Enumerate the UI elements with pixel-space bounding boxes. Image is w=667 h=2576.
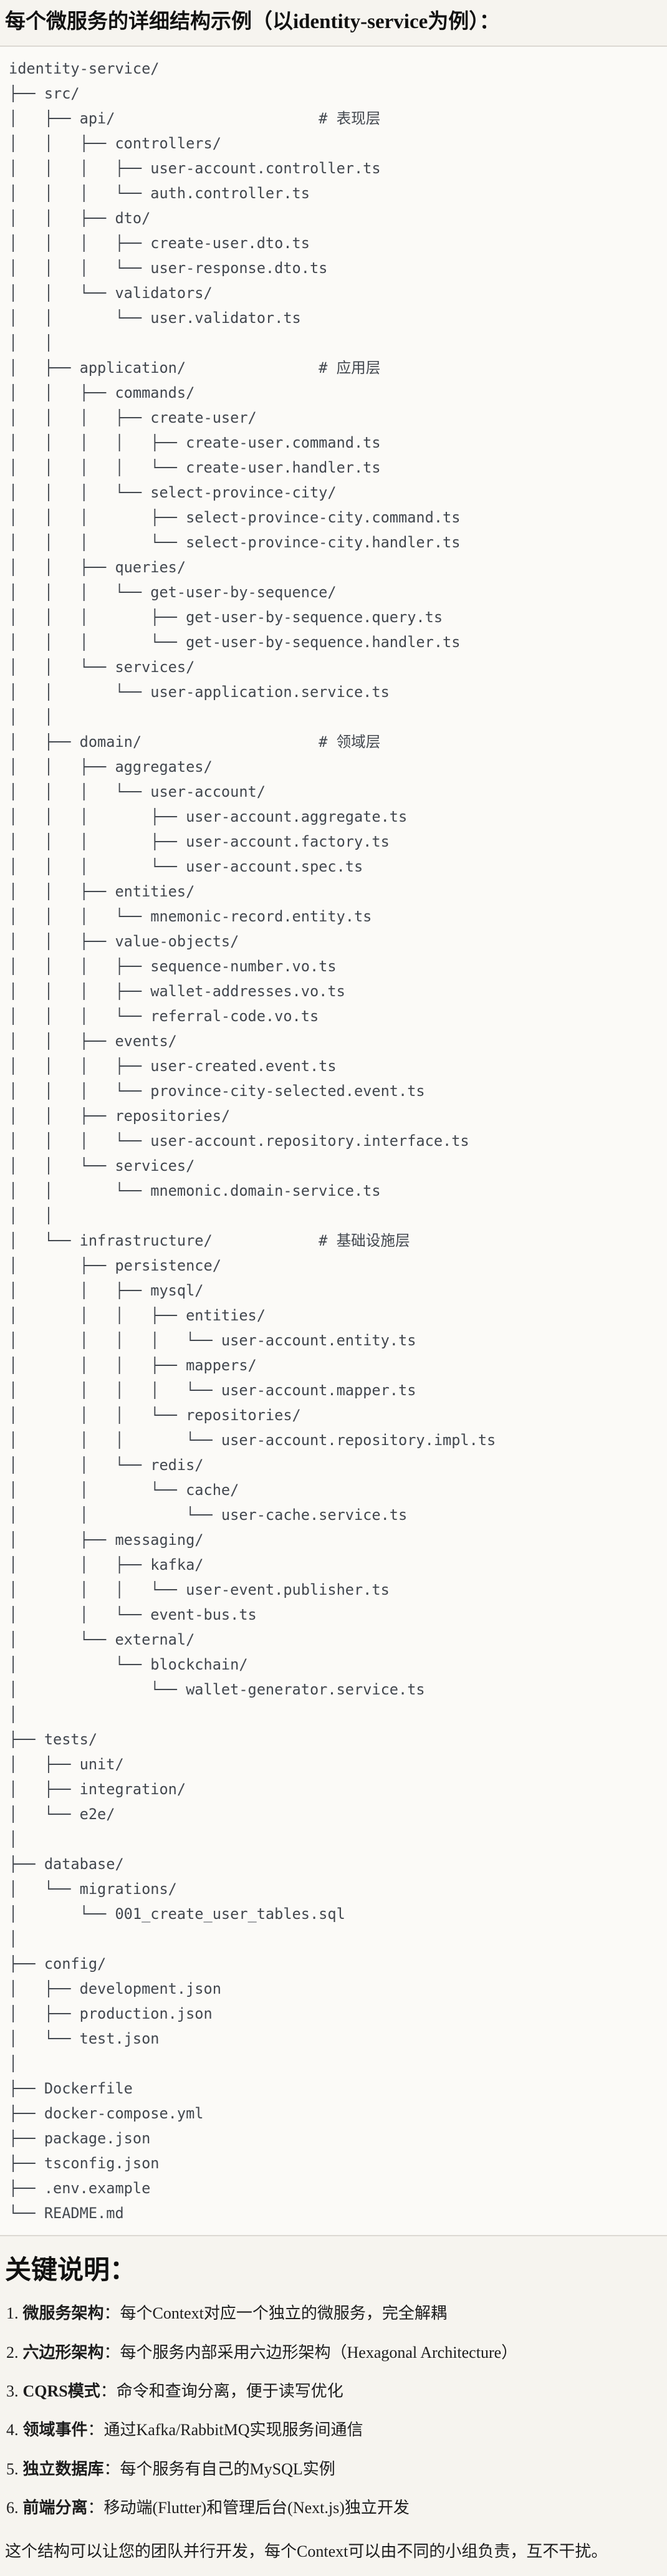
note-item-2: 2.六边形架构：每个服务内部采用六边形架构（Hexagonal Architec…: [6, 2342, 661, 2364]
directory-tree-code-block: identity-service/ ├── src/ │ ├── api/ # …: [0, 45, 667, 2236]
note-text: 移动端(Flutter)和管理后台(Next.js)独立开发: [103, 2499, 410, 2517]
note-text: 每个服务有自己的MySQL实例: [120, 2459, 335, 2478]
note-term: 前端分离: [22, 2499, 88, 2517]
note-number: 1.: [6, 2304, 19, 2323]
note-text: 每个Context对应一个独立的微服务，完全解耦: [120, 2304, 447, 2323]
page-title: 每个微服务的详细结构示例（以identity-service为例）：: [5, 11, 500, 33]
note-term: 领域事件: [22, 2421, 88, 2439]
note-term: 独立数据库: [22, 2459, 104, 2478]
note-separator: ：: [87, 2499, 104, 2517]
note-separator: ：: [103, 2304, 120, 2323]
note-number: 3.: [6, 2381, 19, 2400]
note-separator: ：: [103, 2343, 120, 2362]
note-separator: ：: [100, 2381, 117, 2400]
note-term: 六边形架构: [22, 2343, 104, 2362]
note-item-4: 4.领域事件：通过Kafka/RabbitMQ实现服务间通信: [6, 2419, 661, 2441]
notes-section: 关键说明： 1.微服务架构：每个Context对应一个独立的微服务，完全解耦 2…: [0, 2236, 667, 2576]
note-text: 命令和查询分离，便于读写优化: [116, 2381, 343, 2400]
closing-paragraph: 这个结构可以让您的团队并行开发，每个Context可以由不同的小组负责，互不干扰…: [5, 2542, 608, 2561]
note-item-1: 1.微服务架构：每个Context对应一个独立的微服务，完全解耦: [6, 2302, 661, 2325]
note-term: CQRS模式: [22, 2381, 100, 2400]
note-number: 4.: [6, 2421, 19, 2439]
note-term: 微服务架构: [22, 2304, 104, 2323]
note-item-5: 5.独立数据库：每个服务有自己的MySQL实例: [6, 2458, 661, 2481]
note-separator: ：: [87, 2421, 104, 2439]
notes-heading: 关键说明：: [5, 2256, 137, 2285]
note-number: 2.: [6, 2343, 19, 2362]
note-item-3: 3.CQRS模式：命令和查询分离，便于读写优化: [6, 2380, 661, 2403]
note-text: 每个服务内部采用六边形架构（Hexagonal Architecture）: [120, 2343, 518, 2362]
note-separator: ：: [103, 2459, 120, 2478]
note-text: 通过Kafka/RabbitMQ实现服务间通信: [103, 2421, 363, 2439]
note-item-6: 6.前端分离：移动端(Flutter)和管理后台(Next.js)独立开发: [6, 2497, 661, 2519]
note-number: 6.: [6, 2499, 19, 2517]
directory-tree: identity-service/ ├── src/ │ ├── api/ # …: [9, 59, 496, 2222]
note-number: 5.: [6, 2459, 19, 2478]
